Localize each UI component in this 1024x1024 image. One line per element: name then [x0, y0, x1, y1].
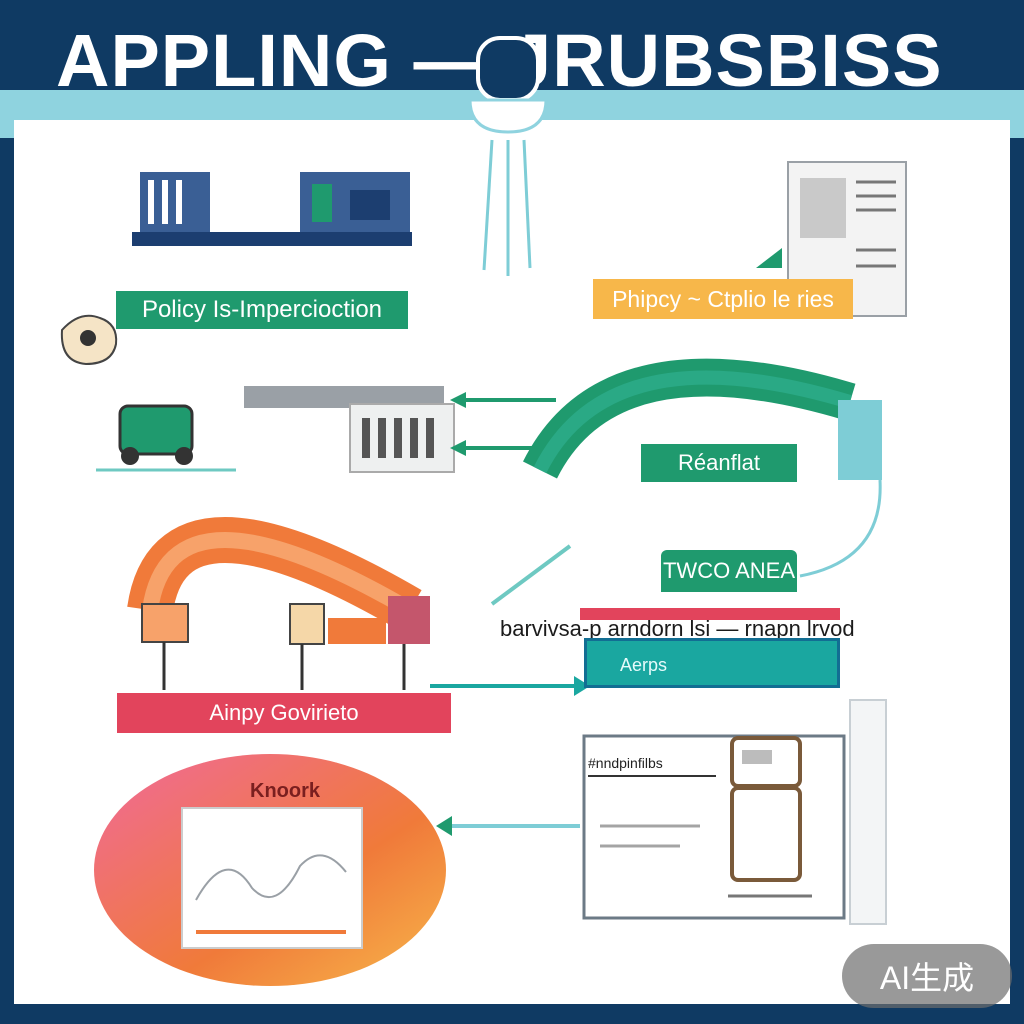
ai-watermark: AI生成 — [842, 944, 1012, 1008]
buildings-icon — [132, 172, 412, 246]
orange-arch — [127, 517, 430, 690]
label-ainpy: Ainpy Govirieto — [117, 693, 451, 733]
factory-icon — [244, 386, 455, 473]
label-policy: Policy Is-Impercioction — [116, 291, 408, 329]
vehicle-icon — [96, 404, 236, 472]
label-tool: Aerps — [620, 655, 668, 675]
green-arch — [523, 358, 882, 578]
label-banner: barvivsa-p arndorn lsi — rnapn lrvod — [500, 616, 855, 641]
lightbulb-icon — [468, 36, 548, 276]
document-icon — [756, 161, 907, 317]
avatar-icon — [60, 314, 118, 366]
chart-oval — [94, 754, 446, 986]
info-panel — [582, 699, 887, 925]
label-knoork: Knoork — [250, 779, 320, 802]
banner-strip — [580, 608, 840, 620]
panel-heading: #nndpinfilbs — [588, 755, 663, 771]
label-phipcy: Phipcy ~ Ctplio le ries — [593, 279, 853, 319]
tool-box — [584, 638, 840, 688]
arrows-center — [430, 392, 590, 836]
label-reanflat: Réanflat — [641, 444, 797, 482]
label-wco-anea: TWCO ANEA — [661, 550, 797, 592]
